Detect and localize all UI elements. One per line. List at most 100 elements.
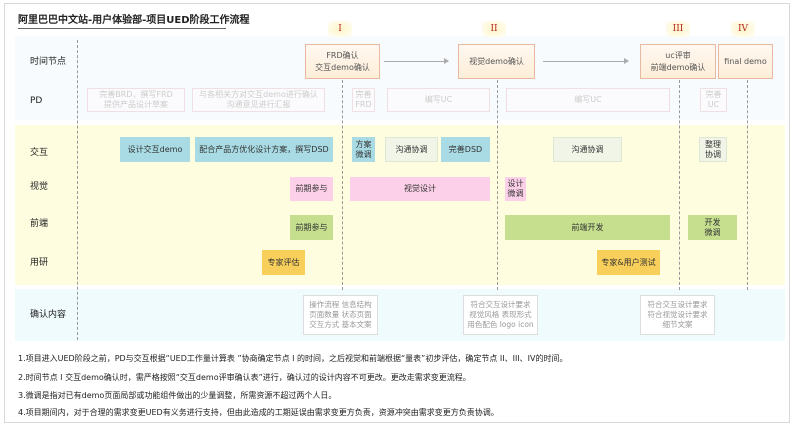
arrow-right-icon <box>384 58 449 64</box>
box-line: 与各相关方对交互demo进行确认 <box>199 90 318 99</box>
box-text: FRD确认交互demo确认 <box>315 50 370 74</box>
box-text: 设计交互demo <box>128 145 183 155</box>
box-text: 前端开发 <box>572 223 604 233</box>
node-line-2 <box>497 80 498 290</box>
box-text: 视觉设计 <box>404 184 436 194</box>
box-line: 细节文案 <box>662 320 693 329</box>
box-line: FRD <box>355 100 372 109</box>
box-line: 操作流程 信息结构 <box>309 300 372 309</box>
box-line: 交互方式 基本文案 <box>309 320 372 329</box>
box-line: 沟通协调 <box>395 144 428 154</box>
box-text: 专家评估 <box>268 258 300 268</box>
confirm-content: 符合交互设计要求符合视觉设计要求细节文案 <box>640 295 715 335</box>
box-line: 符合交互设计要求 <box>470 300 531 309</box>
box-text: 符合交互设计要求符合视觉设计要求细节文案 <box>648 300 708 330</box>
pd-task: 编写UC <box>506 88 670 112</box>
box-line: 专家评估 <box>267 257 300 267</box>
box-text: 与各相关方对交互demo进行确认沟通意见进行汇报 <box>199 90 318 110</box>
box-line: 符合交互设计要求 <box>647 300 708 309</box>
box-text: 编写UC <box>425 95 452 105</box>
row-label-confirm: 确认内容 <box>30 310 67 320</box>
box-line: 专家&用户测试 <box>601 257 656 267</box>
note-4: 4.项目期间内，对于合理的需求变更UED有义务进行支持，但由此造成的工期延误由需… <box>18 408 499 417</box>
fe-task: 前期参与 <box>290 215 333 240</box>
row-label-ixd: 交互 <box>30 148 49 158</box>
box-line: 前端开发 <box>571 222 604 232</box>
fe-task: 开发微调 <box>688 215 737 240</box>
box-line: 完善 <box>705 90 722 99</box>
box-line: 开发 <box>704 217 721 227</box>
box-text: uc评审前端demo确认 <box>651 50 706 74</box>
box-line: 设计交互demo <box>127 144 183 154</box>
box-line: 完善DSD <box>448 144 483 154</box>
box-line: 视觉设计 <box>404 184 436 193</box>
box-text: 视觉demo确认 <box>469 56 524 68</box>
box-text: 符合交互设计要求视觉风格 表现形式用色配色 logo icon <box>467 300 533 330</box>
box-line: 前端demo确认 <box>650 62 706 72</box>
box-line: UC <box>707 100 720 109</box>
diagram-title: 阿里巴巴中文站-用户体验部-项目UED阶段工作流程 <box>18 11 250 29</box>
row-label-ur: 用研 <box>30 258 49 268</box>
box-text: 整理协调 <box>705 140 721 160</box>
confirm-content: 符合交互设计要求视觉风格 表现形式用色配色 logo icon <box>463 295 538 335</box>
row-label-fe: 前端 <box>30 219 49 229</box>
box-line: 交互demo确认 <box>315 62 370 72</box>
box-line: 沟通意见进行汇报 <box>226 100 291 109</box>
box-line: 方案 <box>355 139 372 149</box>
box-line: 符合视觉设计要求 <box>647 310 708 319</box>
label-divider <box>77 40 78 340</box>
visual-task: 前期参与 <box>290 177 333 201</box>
note-2: 2.时间节点 I 交互demo确认时，需严格按照“交互demo评审确认表”进行，… <box>18 373 471 382</box>
box-text: 前期参与 <box>296 223 328 233</box>
ixd-task: 配合产品方优化设计方案，撰写DSD <box>195 137 333 162</box>
box-line: 微调 <box>355 149 372 159</box>
box-line: 用色配色 logo icon <box>467 320 534 329</box>
box-line: final demo <box>724 56 767 66</box>
node-label-3: III <box>666 21 690 37</box>
box-text: 操作流程 信息结构页面数量 状态页面交互方式 基本文案 <box>309 300 371 330</box>
box-line: 编写UC <box>424 95 453 104</box>
box-line: 微调 <box>704 227 721 237</box>
box-line: 视觉demo确认 <box>469 56 524 66</box>
box-line: 整理 <box>705 139 721 149</box>
box-text: 开发微调 <box>705 218 721 238</box>
milestone-box: 视觉demo确认 <box>458 44 535 79</box>
milestone-box: uc评审前端demo确认 <box>640 44 716 79</box>
node-line-1 <box>342 80 343 290</box>
pd-task: 与各相关方对交互demo进行确认沟通意见进行汇报 <box>192 88 325 112</box>
ixd-task: 完善DSD <box>441 137 490 162</box>
box-line: 页面数量 状态页面 <box>309 310 372 319</box>
ixd-task: 方案微调 <box>352 137 375 162</box>
box-line: 前期参与 <box>295 222 328 232</box>
milestone-box: final demo <box>718 44 773 79</box>
box-text: 配合产品方优化设计方案，撰写DSD <box>199 145 328 155</box>
box-line: 完善 <box>355 90 372 99</box>
box-line: 协调 <box>705 149 721 159</box>
box-text: 沟通协调 <box>572 145 604 155</box>
ixd-task: 沟通协调 <box>553 137 622 162</box>
ixd-task: 沟通协调 <box>385 137 438 162</box>
node-label-1: I <box>328 21 352 37</box>
box-text: 设计微调 <box>508 179 524 199</box>
visual-task: 视觉设计 <box>350 177 490 201</box>
box-text: 专家&用户测试 <box>601 258 655 268</box>
note-1: 1.项目进入UED阶段之前，PD与交互根据“UED工作量计算表 ”协商确定节点 … <box>18 354 568 363</box>
milestone-box: FRD确认交互demo确认 <box>305 44 380 79</box>
box-text: 完善DSD <box>449 145 482 155</box>
arrow-right-icon <box>543 58 629 64</box>
row-label-visual: 视觉 <box>30 182 49 192</box>
visual-task: 设计微调 <box>505 177 526 201</box>
row-label-time: 时间节点 <box>30 57 67 67</box>
node-line-4 <box>747 80 748 290</box>
box-line: uc评审 <box>665 50 691 60</box>
box-line: 设计 <box>507 179 524 188</box>
box-line: 视觉风格 表现形式 <box>469 310 532 319</box>
box-line: 前期参与 <box>295 184 328 193</box>
box-text: 前期参与 <box>296 184 328 194</box>
box-line: 微调 <box>507 189 524 198</box>
